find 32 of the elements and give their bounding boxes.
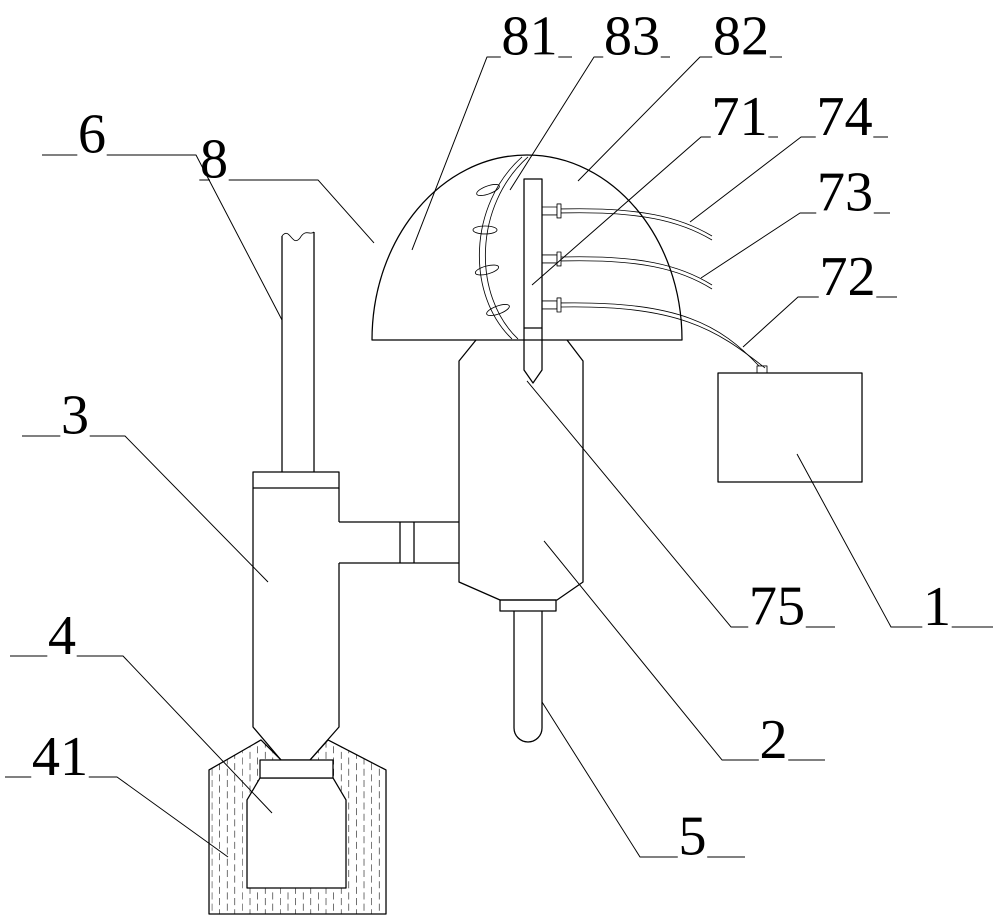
leader-line <box>544 540 826 760</box>
callout-number: 81 <box>504 17 554 55</box>
leader-line <box>510 56 670 190</box>
callout-number: 1 <box>928 588 948 625</box>
leader-line <box>532 136 778 286</box>
leader-line <box>700 212 890 278</box>
leader-line <box>742 296 898 348</box>
leader-line <box>198 179 374 244</box>
callout-number: 73 <box>820 173 871 211</box>
callout-number: 4 <box>49 616 76 654</box>
callout-number: 74 <box>820 98 872 135</box>
callout-number: 5 <box>682 818 704 855</box>
callout-number: 82 <box>715 17 766 55</box>
leader-line <box>690 136 888 222</box>
leader-line <box>796 453 994 628</box>
leader-line <box>42 154 282 320</box>
callout-number: 41 <box>33 738 85 775</box>
callout-number: 6 <box>80 115 104 153</box>
callout-number: 71 <box>715 98 764 135</box>
leader-line <box>4 776 228 858</box>
leader-line <box>22 436 268 582</box>
leader-line <box>526 380 836 628</box>
leader-line <box>578 56 782 182</box>
callout-number: 72 <box>823 258 873 295</box>
callout-number: 83 <box>606 17 658 55</box>
callout-number: 8 <box>202 140 226 178</box>
leader-line <box>542 701 746 858</box>
leader-line <box>412 56 572 250</box>
callout-number: 75 <box>752 588 803 625</box>
callout-number: 3 <box>64 396 87 434</box>
callout-number: 2 <box>762 720 784 758</box>
leader-line <box>10 656 272 814</box>
